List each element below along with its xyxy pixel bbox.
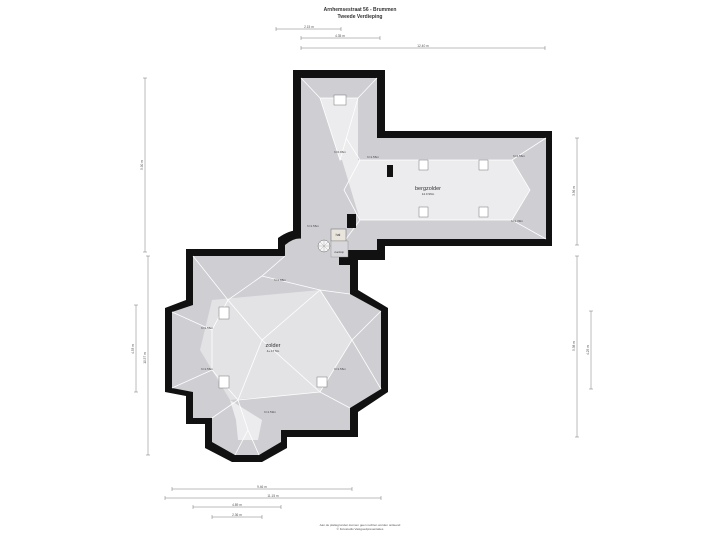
- roof-face: [200, 290, 352, 400]
- height-label: h=1.56m: [334, 367, 346, 371]
- dim-label: 11.15 m: [267, 494, 279, 498]
- room-name-zolder: zolder: [266, 343, 281, 349]
- dim-label: 12.40 m: [417, 44, 429, 48]
- room-name-hal: hal: [336, 233, 341, 237]
- skylight: [333, 94, 347, 106]
- room-area-zolder: 4+.17 5m: [267, 349, 280, 353]
- roof-highlights: [200, 98, 530, 440]
- stair-area: [317, 228, 349, 258]
- height-label: h=1.39m: [511, 219, 523, 223]
- height-label: h=1.56m: [201, 367, 213, 371]
- stair-steps: [318, 240, 330, 252]
- height-label: h=1.59m: [264, 410, 276, 414]
- dim-label: 9.46 m: [257, 485, 267, 489]
- skylight: [218, 375, 230, 389]
- room-name-overloop: overloop: [334, 251, 344, 254]
- dim-label: 5.90 m: [140, 160, 144, 170]
- dim-label: 4.89 m: [232, 503, 242, 507]
- skylight: [316, 376, 328, 388]
- height-label: h=0.96m: [334, 150, 346, 154]
- dim-label: 3.56 m: [572, 186, 576, 196]
- dim-label: 2.36 m: [232, 513, 242, 517]
- dim-label: 4.53 m: [131, 344, 135, 354]
- height-label: h=1.56m: [367, 155, 379, 159]
- skylight: [418, 159, 429, 171]
- overloop-room: [330, 240, 349, 258]
- dim-label: 4.35 m: [335, 34, 345, 38]
- height-label: h=1.56m: [513, 154, 525, 158]
- dim-label: 5.38 m: [572, 341, 576, 351]
- chimney: [387, 165, 393, 177]
- height-label: h=1.88m: [274, 278, 286, 282]
- roof-face: [230, 400, 262, 440]
- floor-name: Tweede Verdieping: [337, 14, 383, 20]
- skylight: [478, 159, 489, 171]
- height-labels: h=0.96m h=1.56m h=1.56m h=1.39m h=1.56m …: [201, 150, 525, 414]
- disclaimer: Aan de plattegronden kunnen geen rechten…: [319, 523, 401, 527]
- height-label: h=1.56m: [307, 224, 319, 228]
- room-labels: bergzolder 14.0 96m zolder 4+.17 5m hal …: [266, 186, 442, 353]
- skylights: [218, 94, 489, 389]
- dimension-lines: 2.15 m 4.35 m 12.40 m 5.90 m 4.53 m 10.5…: [131, 25, 593, 519]
- roof-lines: [171, 77, 547, 456]
- skylight: [478, 206, 489, 218]
- height-label: h=1.56m: [201, 326, 213, 330]
- room-area-bergzolder: 14.0 96m: [422, 192, 435, 196]
- dim-label: 4.25 m: [586, 345, 590, 355]
- plan-title: Arnhemsestraat 56 - Brummen: [323, 7, 397, 13]
- roof-face: [320, 98, 358, 160]
- dim-label: 2.15 m: [304, 25, 314, 29]
- skylight: [218, 306, 230, 320]
- chimney: [347, 214, 356, 228]
- dim-label: 10.57 m: [143, 352, 147, 364]
- skylight: [418, 206, 429, 218]
- copyright: © Fotostudio Vastgoedpresentaties: [336, 527, 384, 531]
- room-name-bergzolder: bergzolder: [415, 186, 441, 192]
